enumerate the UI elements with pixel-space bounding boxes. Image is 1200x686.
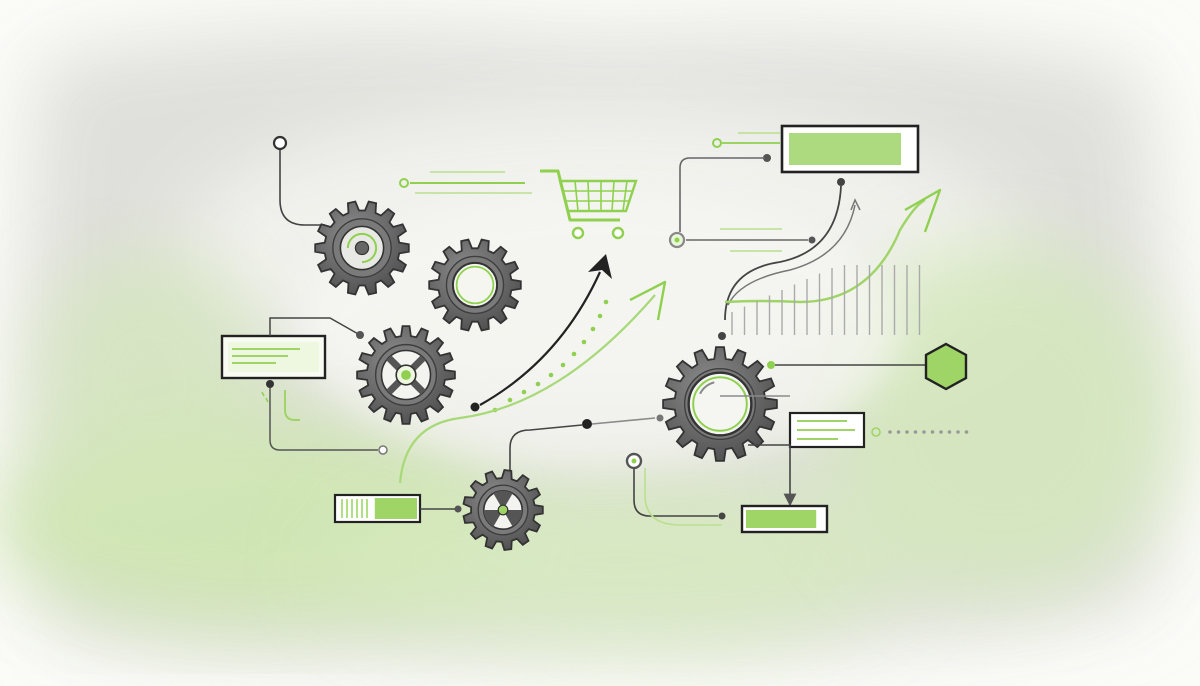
growth-arrow-icon [724,178,942,335]
bottom-right-progress-box [625,332,829,534]
center-connector [509,414,664,470]
gear-icon [428,238,522,332]
right-data-box [788,411,969,449]
shopping-cart-icon [540,169,638,240]
node-dot-icon [272,135,288,151]
watercolor-wash [0,28,1180,653]
left-data-box [220,317,388,455]
gear-icon [462,469,544,551]
top-left-connector [272,135,325,226]
top-speed-lines [399,171,532,194]
gear-icon [356,325,456,425]
top-right-data-box [668,124,920,252]
gear-icon [314,200,410,296]
growth-arrow-icon [398,254,667,484]
hexagon-icon [767,342,968,391]
bottom-left-progress-box [333,493,462,524]
gear-icon [662,346,778,462]
